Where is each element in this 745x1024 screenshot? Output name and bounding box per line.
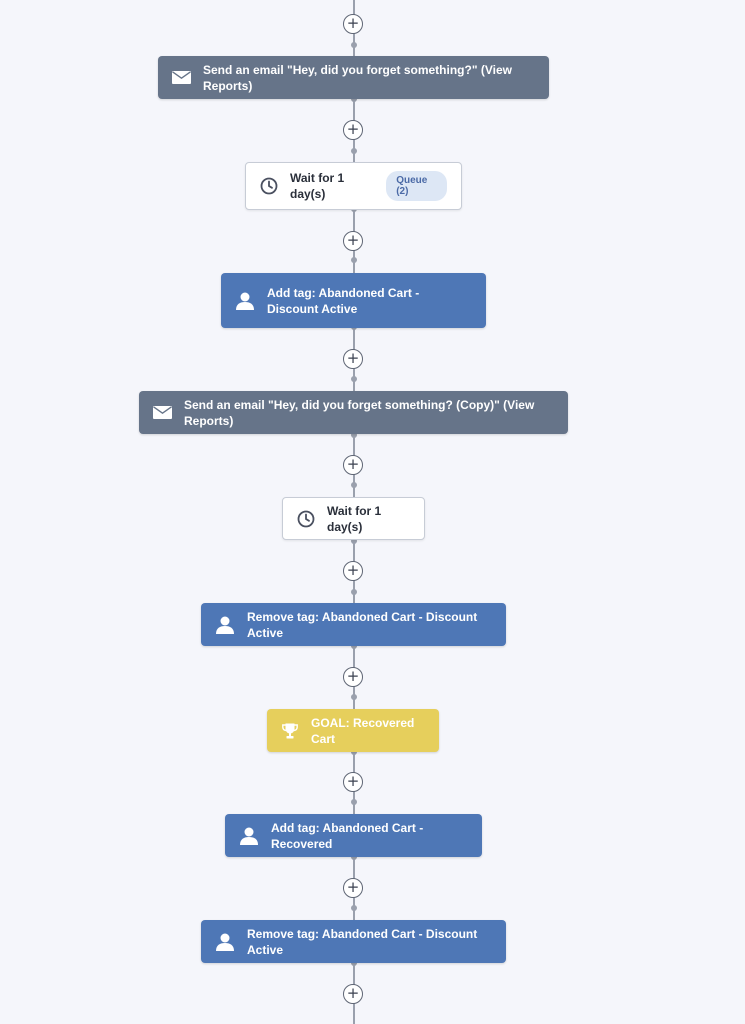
step-send-email[interactable]: Send an email "Hey, did you forget somet… bbox=[139, 391, 568, 434]
connector-dot bbox=[351, 589, 357, 595]
step-label: Remove tag: Abandoned Cart - Discount Ac… bbox=[247, 926, 478, 957]
step-label: Add tag: Abandoned Cart - Discount Activ… bbox=[267, 285, 420, 316]
person-icon bbox=[235, 292, 255, 310]
queue-badge[interactable]: Queue (2) bbox=[386, 171, 447, 201]
trophy-icon bbox=[281, 722, 299, 740]
connector-dot bbox=[351, 257, 357, 263]
connector-dot bbox=[351, 96, 357, 102]
plus-icon: + bbox=[346, 772, 360, 790]
add-step-button[interactable]: + bbox=[343, 455, 363, 475]
add-step-button[interactable]: + bbox=[343, 561, 363, 581]
step-add-tag[interactable]: Add tag: Abandoned Cart - Discount Activ… bbox=[221, 273, 486, 328]
envelope-icon bbox=[153, 406, 172, 419]
step-send-email[interactable]: Send an email "Hey, did you forget somet… bbox=[158, 56, 549, 99]
person-icon bbox=[215, 616, 235, 634]
step-label: Wait for 1 day(s) bbox=[290, 171, 345, 201]
step-label: Send an email "Hey, did you forget somet… bbox=[184, 397, 535, 428]
plus-icon: + bbox=[346, 667, 360, 685]
plus-icon: + bbox=[346, 878, 360, 896]
add-step-button[interactable]: + bbox=[343, 878, 363, 898]
clock-icon bbox=[297, 510, 315, 528]
connector-dot bbox=[351, 749, 357, 755]
connector-dot bbox=[351, 432, 357, 438]
clock-icon bbox=[260, 177, 278, 195]
plus-icon: + bbox=[346, 984, 360, 1002]
add-step-button[interactable]: + bbox=[343, 231, 363, 251]
plus-icon: + bbox=[346, 14, 360, 32]
plus-icon: + bbox=[346, 231, 360, 249]
connector-dot bbox=[351, 643, 357, 649]
step-remove-tag[interactable]: Remove tag: Abandoned Cart - Discount Ac… bbox=[201, 603, 506, 646]
step-add-tag[interactable]: Add tag: Abandoned Cart - Recovered bbox=[225, 814, 482, 857]
connector-dot bbox=[351, 482, 357, 488]
plus-icon: + bbox=[346, 561, 360, 579]
step-goal[interactable]: GOAL: Recovered Cart bbox=[267, 709, 439, 752]
step-label: Wait for 1 day(s) bbox=[327, 503, 382, 534]
add-step-button[interactable]: + bbox=[343, 14, 363, 34]
add-step-button[interactable]: + bbox=[343, 349, 363, 369]
connector-dot bbox=[351, 799, 357, 805]
add-step-button[interactable]: + bbox=[343, 667, 363, 687]
step-label: Send an email "Hey, did you forget somet… bbox=[203, 62, 512, 93]
step-label: GOAL: Recovered Cart bbox=[311, 715, 415, 746]
step-label: Add tag: Abandoned Cart - Recovered bbox=[271, 820, 424, 851]
connector-dot bbox=[351, 538, 357, 544]
connector-dot bbox=[351, 905, 357, 911]
connector-dot bbox=[351, 148, 357, 154]
step-wait[interactable]: Wait for 1 day(s) bbox=[282, 497, 425, 540]
step-label: Remove tag: Abandoned Cart - Discount Ac… bbox=[247, 609, 478, 640]
envelope-icon bbox=[172, 71, 191, 84]
connector-dot bbox=[351, 694, 357, 700]
connector-dot bbox=[351, 854, 357, 860]
add-step-button[interactable]: + bbox=[343, 120, 363, 140]
person-icon bbox=[239, 827, 259, 845]
plus-icon: + bbox=[346, 455, 360, 473]
connector-dot bbox=[351, 42, 357, 48]
plus-icon: + bbox=[346, 349, 360, 367]
plus-icon: + bbox=[346, 120, 360, 138]
connector-dot bbox=[351, 376, 357, 382]
connector-dot bbox=[351, 960, 357, 966]
add-step-button[interactable]: + bbox=[343, 772, 363, 792]
step-remove-tag[interactable]: Remove tag: Abandoned Cart - Discount Ac… bbox=[201, 920, 506, 963]
person-icon bbox=[215, 933, 235, 951]
add-step-button[interactable]: + bbox=[343, 984, 363, 1004]
step-wait[interactable]: Wait for 1 day(s) Queue (2) bbox=[245, 162, 462, 210]
